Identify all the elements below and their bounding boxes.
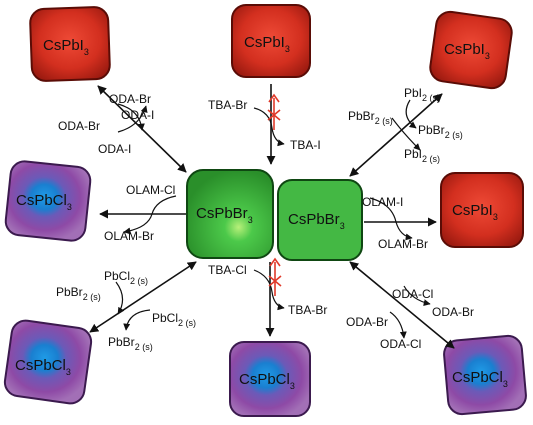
- label-br-in1: ODA-Cl: [392, 287, 433, 301]
- cube-bottom-center: CsPbCl3: [229, 341, 311, 417]
- cube-mid-left: CsPbCl3: [4, 160, 92, 242]
- cube-center-left: CsPbBr3: [186, 169, 274, 259]
- cube-mid-right: CsPbI3: [440, 172, 524, 248]
- blocked-mark-bottom: [268, 257, 282, 296]
- cube-label: CsPbBr: [196, 205, 248, 222]
- label-br-in2: ODA-Br: [346, 315, 388, 329]
- svg-text:CsPbCl3: CsPbCl3: [239, 371, 295, 391]
- svg-text:CsPbI3: CsPbI3: [452, 202, 498, 222]
- cube-label-sub: 3: [493, 212, 498, 222]
- label-bl-in1: PbCl2 (s): [104, 269, 148, 286]
- arrow-center-to-top-right: [349, 93, 443, 177]
- label-tr-out2: PbI2 (s): [404, 147, 440, 164]
- cube-label-sub: 3: [290, 381, 295, 391]
- label-mr-out: OLAM-Br: [378, 237, 428, 251]
- label-bc-in: TBA-Cl: [208, 263, 247, 277]
- label-bl-in2: PbBr2 (s): [56, 285, 101, 302]
- cube-label: CsPbI: [43, 37, 84, 54]
- svg-text:CsPbI3: CsPbI3: [244, 34, 290, 54]
- curve-mid-left: [123, 195, 177, 235]
- blocked-mark-top: [267, 93, 281, 130]
- cube-top-left: CsPbI3: [29, 6, 111, 82]
- curve-bottom-left-b: [123, 309, 151, 331]
- curve-bottom-left-a: [115, 281, 125, 315]
- arrow-center-to-bottom-right: [349, 261, 455, 349]
- label-bl-out1: PbCl2 (s): [152, 311, 196, 328]
- label-tc-out: TBA-I: [290, 138, 321, 152]
- label-tr-in1: PbI2 (s): [404, 86, 440, 103]
- label-tc-in: TBA-Br: [208, 98, 247, 112]
- svg-text:CsPbBr3: CsPbBr3: [288, 211, 345, 231]
- cube-label-sub: 3: [84, 47, 89, 57]
- cube-label: CsPbI: [452, 202, 493, 219]
- svg-text:CsPbCl3: CsPbCl3: [452, 369, 508, 389]
- cube-label: CsPbCl: [15, 357, 66, 374]
- cube-label: CsPbCl: [452, 369, 503, 386]
- label-ml-in: OLAM-Cl: [126, 183, 175, 197]
- cube-bottom-right: CsPbCl3: [443, 334, 527, 416]
- svg-text:CsPbI3: CsPbI3: [43, 37, 89, 57]
- curve-bottom-center: [253, 269, 285, 311]
- curve-mid-right: [369, 197, 413, 241]
- label-tl-out1: ODA-I: [121, 108, 154, 122]
- label-tl-out2: ODA-I: [98, 142, 131, 156]
- label-br-out1: ODA-Br: [432, 305, 474, 319]
- cube-label: CsPbI: [444, 41, 485, 58]
- curve-top-center: [253, 107, 285, 147]
- cube-label-sub: 3: [485, 51, 490, 61]
- label-bl-out2: PbBr2 (s): [108, 335, 153, 352]
- curve-top-right-a: [405, 99, 417, 129]
- svg-text:CsPbCl3: CsPbCl3: [15, 357, 71, 377]
- cube-center-right: CsPbBr3: [277, 179, 363, 261]
- cube-label-sub: 3: [248, 215, 253, 225]
- cube-label-sub: 3: [503, 379, 508, 389]
- cube-top-right: CsPbI3: [429, 10, 513, 90]
- label-bc-out: TBA-Br: [288, 303, 327, 317]
- curve-bottom-right-a: [403, 285, 431, 307]
- label-br-out2: ODA-Cl: [380, 337, 421, 351]
- arrow-center-to-bottom-left: [89, 261, 197, 333]
- curve-top-left-a: [117, 103, 145, 131]
- cube-top-center: CsPbI3: [231, 4, 311, 78]
- cube-label-sub: 3: [66, 367, 71, 377]
- label-tl-in1: ODA-Br: [109, 92, 151, 106]
- cube-label: CsPbCl: [239, 371, 290, 388]
- cube-label-sub: 3: [340, 221, 345, 231]
- svg-text:CsPbBr3: CsPbBr3: [196, 205, 253, 225]
- cube-label: CsPbCl: [16, 192, 67, 209]
- label-mr-in: OLAM-I: [362, 195, 403, 209]
- label-tr-in2: PbBr2 (s): [348, 109, 393, 126]
- cube-label: CsPbI: [244, 34, 285, 51]
- label-ml-out: OLAM-Br: [104, 229, 154, 243]
- svg-text:CsPbCl3: CsPbCl3: [16, 192, 72, 212]
- curve-bottom-right-b: [389, 311, 407, 339]
- label-tr-out1: PbBr2 (s): [418, 123, 463, 140]
- cube-bottom-left: CsPbCl3: [3, 319, 93, 405]
- label-tl-in2: ODA-Br: [58, 119, 100, 133]
- curve-top-right-b: [391, 117, 421, 151]
- cube-label: CsPbBr: [288, 211, 340, 228]
- curve-top-left-b: [117, 105, 148, 133]
- svg-text:CsPbI3: CsPbI3: [444, 41, 490, 61]
- cube-label-sub: 3: [67, 202, 72, 212]
- cube-label-sub: 3: [285, 44, 290, 54]
